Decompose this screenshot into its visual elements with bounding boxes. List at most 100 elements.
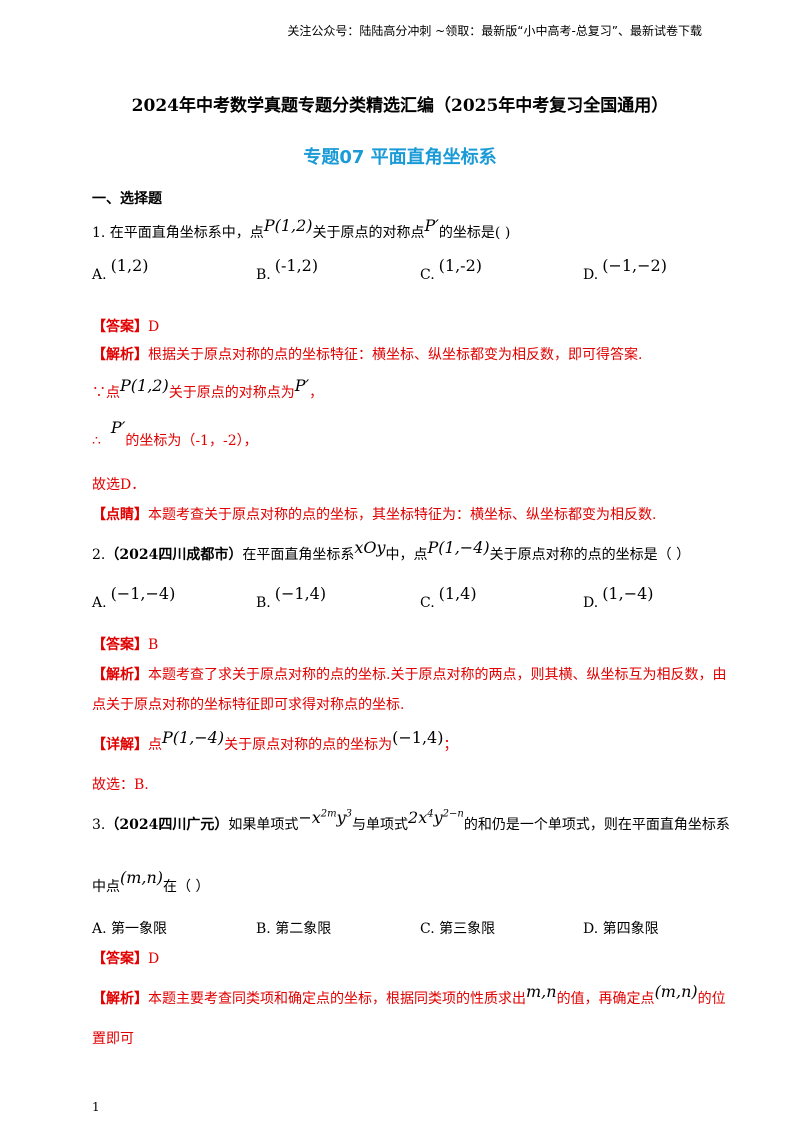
option-letter: B. (256, 267, 271, 283)
q2-point: P(1,−4) (427, 538, 490, 557)
question-3: 3.（2024四川广元）如果单项式−x2my3与单项式2x4y2−n的和仍是一个… (92, 808, 730, 834)
option-value: (1,2) (110, 256, 149, 275)
step-text: ， (309, 385, 324, 401)
q1-step1: ∵点P(1,2)关于原点的对称点为P′， (92, 376, 324, 402)
option-letter: C. (420, 267, 435, 283)
q3-option-b[interactable]: B. 第二象限 (256, 918, 331, 938)
step-math: P′ (294, 376, 310, 395)
q2-choose: 故选：B. (92, 777, 149, 793)
step-text: ∵点 (92, 385, 120, 401)
detail-text: 点 (148, 737, 162, 753)
q1-point2: P′ (424, 216, 439, 235)
q1-comment: 【点睛】本题考查关于原点对称的点的坐标，其坐标特征为：横坐标、纵坐标都变为相反数… (92, 504, 656, 524)
q1-analysis: 【解析】根据关于原点对称的点的坐标特征：横坐标、纵坐标都变为相反数，即可得答案. (92, 344, 642, 364)
option-value: 第二象限 (275, 921, 332, 937)
q3-point: (m,n) (120, 868, 164, 887)
option-letter: D. (583, 921, 599, 937)
option-value: (-1,2) (274, 256, 319, 275)
option-letter: D. (583, 595, 599, 611)
option-value: (−1,−4) (110, 584, 176, 603)
option-value: (1,4) (438, 584, 477, 603)
page-number: 1 (92, 1100, 100, 1114)
q3-source: （2024四川广元） (105, 817, 229, 833)
analysis-tag: 【解析】 (92, 667, 148, 683)
q2-option-c[interactable]: C.(1,4) (420, 584, 477, 611)
question-3-line2: 中点(m,n)在（ ） (92, 868, 210, 896)
answer-tag: 【答案】 (92, 319, 148, 335)
q3-analysis: 【解析】本题主要考查同类项和确定点的坐标，根据同类项的性质求出m,n的值，再确定… (92, 982, 726, 1008)
q3-text: 与单项式 (352, 817, 409, 833)
q3-text: 中点 (92, 879, 120, 895)
q3-answer: 【答案】D (92, 948, 159, 968)
option-letter: A. (92, 267, 107, 283)
q3-option-c[interactable]: C. 第三象限 (420, 918, 495, 938)
q3-monomial-1: −x2my3 (298, 808, 352, 827)
analysis-text: 的值，再确定点 (556, 991, 655, 1007)
q2-detail: 【详解】点P(1,−4)关于原点对称的点的坐标为(−1,4)； (92, 728, 458, 754)
q2-text: 中，点 (385, 547, 428, 563)
comment-text: 本题考查关于原点对称的点的坐标，其坐标特征为：横坐标、纵坐标都变为相反数. (148, 507, 657, 523)
q3-prefix: 3. (92, 817, 106, 833)
step-text: 关于原点的对称点为 (168, 385, 295, 401)
q2-option-d[interactable]: D.(1,−4) (583, 584, 654, 611)
step-math: P′ (110, 418, 126, 437)
option-value: (1,−4) (602, 584, 654, 603)
option-letter: B. (256, 595, 271, 611)
analysis-text: 本题主要考查同类项和确定点的坐标，根据同类项的性质求出 (148, 991, 526, 1007)
analysis-text: 根据关于原点对称的点的坐标特征：横坐标、纵坐标都变为相反数，即可得答案. (148, 347, 643, 363)
step-text: ∴ (92, 433, 101, 449)
mono-exp: 2m (320, 808, 337, 820)
option-value: (1,-2) (438, 256, 483, 275)
q1-answer: 【答案】D (92, 316, 159, 336)
q1-option-a[interactable]: A.(1,2) (92, 256, 149, 283)
question-1: 1. 在平面直角坐标系中，点P(1,2)关于原点的对称点P′的坐标是( ) (92, 216, 510, 242)
q1-option-d[interactable]: D.(−1,−2) (583, 256, 667, 283)
analysis-text: 的位 (697, 991, 726, 1007)
q3-option-a[interactable]: A. 第一象限 (92, 918, 167, 938)
detail-text: ； (443, 737, 458, 753)
option-letter: D. (583, 267, 599, 283)
mono-exp: 3 (345, 808, 353, 820)
q3-text: 在（ ） (163, 879, 210, 895)
q2-answer: 【答案】B (92, 634, 158, 654)
comment-tag: 【点睛】 (92, 507, 148, 523)
q2-option-b[interactable]: B.(−1,4) (256, 584, 326, 611)
q2-text: 在平面直角坐标系 (242, 547, 355, 563)
mono-var: y (433, 808, 443, 827)
q1-middle: 关于原点的对称点 (312, 225, 425, 241)
answer-value: D (148, 951, 160, 967)
q2-analysis-line1: 【解析】本题考查了求关于原点对称的点的坐标.关于原点对称的两点，则其横、纵坐标互… (92, 664, 726, 684)
topic-title: 专题07 平面直角坐标系 (303, 147, 497, 168)
option-value: 第三象限 (439, 921, 496, 937)
q3-text: 的和仍是一个单项式，则在平面直角坐标系 (463, 817, 730, 833)
option-value: 第一象限 (111, 921, 168, 937)
option-value: (−1,−2) (602, 256, 667, 275)
option-value: (−1,4) (274, 584, 327, 603)
q2-source: （2024四川成都市） (105, 547, 243, 563)
analysis-tag: 【解析】 (92, 347, 148, 363)
q2-coord: xOy (354, 538, 386, 557)
q2-option-a[interactable]: A.(−1,−4) (92, 584, 175, 611)
option-letter: C. (420, 595, 435, 611)
answer-value: D (148, 319, 160, 335)
q1-prefix: 1. 在平面直角坐标系中，点 (92, 225, 264, 241)
mono-exp: 2−n (442, 808, 464, 820)
analysis-math: (m,n) (654, 982, 698, 1001)
answer-tag: 【答案】 (92, 951, 148, 967)
q1-point: P(1,2) (263, 216, 313, 235)
q2-prefix: 2. (92, 547, 106, 563)
q3-text: 如果单项式 (228, 817, 299, 833)
document-title: 2024年中考数学真题专题分类精选汇编（2025年中考复习全国通用） (131, 96, 669, 116)
q3-analysis-line2: 置即可 (92, 1031, 134, 1047)
q1-choose: 故选D． (92, 477, 146, 493)
q1-option-c[interactable]: C.(1,-2) (420, 256, 482, 283)
q3-option-d[interactable]: D. 第四象限 (583, 918, 659, 938)
analysis-text: 本题考查了求关于原点对称的点的坐标.关于原点对称的两点，则其横、纵坐标互为相反数… (148, 667, 727, 683)
q2-analysis-line2: 点关于原点对称的坐标特征即可求得对称点的坐标. (92, 697, 405, 713)
option-letter: A. (92, 921, 107, 937)
q1-option-b[interactable]: B.(-1,2) (256, 256, 318, 283)
step-text: 的坐标为（-1，-2）， (125, 433, 258, 449)
q3-monomial-2: 2x4y2−n (408, 808, 464, 827)
step-math: P(1,2) (120, 376, 169, 395)
